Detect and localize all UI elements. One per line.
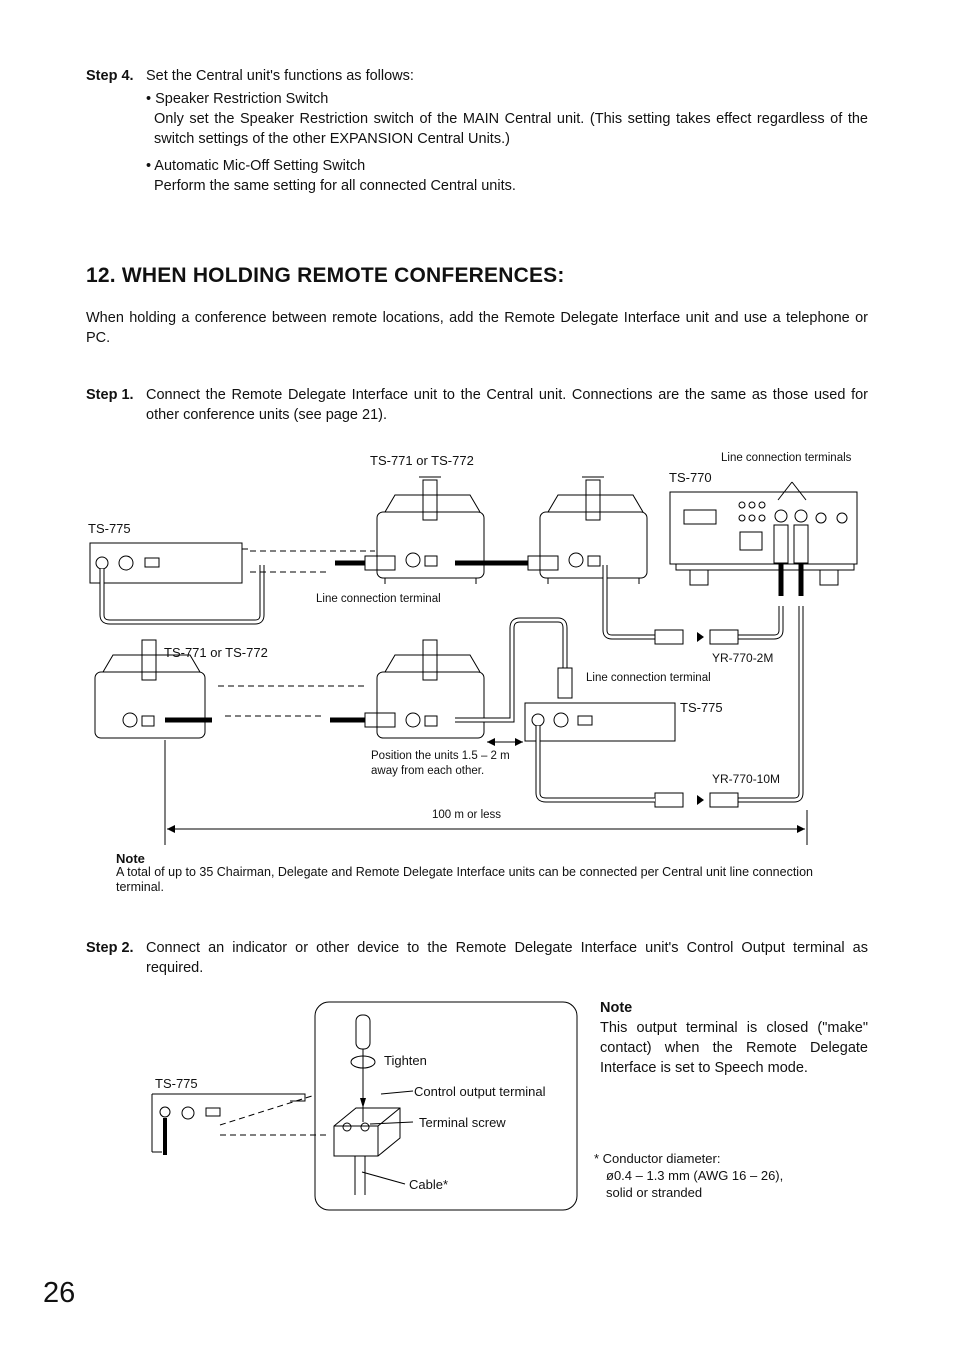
screwdriver-icon — [350, 1014, 376, 1085]
conductor-line1: * Conductor diameter: — [594, 1151, 721, 1166]
label-ts771-772-top: TS-771 or TS-772 — [370, 453, 474, 468]
ts772-bottom-middle-unit — [376, 639, 485, 739]
label-line-terminal-a: Line connection terminal — [316, 593, 441, 605]
note2-title: Note — [600, 1000, 633, 1016]
note1-body: A total of up to 35 Chairman, Delegate a… — [116, 865, 813, 894]
ts772-top-unit — [539, 476, 648, 584]
bullet-speaker-restriction: • Speaker Restriction Switch — [146, 91, 329, 107]
bullet-auto-mic-off-body: Perform the same setting for all connect… — [154, 178, 516, 194]
label-ts775-top: TS-775 — [88, 521, 131, 536]
label-control-output-terminal: Control output terminal — [414, 1084, 546, 1099]
section-title: 12. WHEN HOLDING REMOTE CONFERENCES: — [86, 264, 565, 287]
label-ts775-detail: TS-775 — [155, 1076, 198, 1091]
label-terminal-screw: Terminal screw — [419, 1115, 506, 1130]
conductor-line3: solid or stranded — [606, 1185, 703, 1200]
step4-text: Set the Central unit's functions as foll… — [146, 68, 414, 84]
note1-title: Note — [116, 851, 145, 866]
page-number: 26 — [43, 1277, 76, 1309]
label-line-terminal-b: Line connection terminal — [586, 672, 711, 684]
step2-text: Connect an indicator or other device to … — [146, 940, 868, 976]
ts775-partial-unit — [151, 1093, 330, 1155]
label-cable: Cable* — [409, 1177, 449, 1192]
ts770-central-unit — [669, 481, 858, 586]
step1-text: Connect the Remote Delegate Interface un… — [146, 387, 868, 423]
step2-label: Step 2. — [86, 940, 134, 956]
detail-box — [314, 1001, 578, 1211]
label-yr-770-2m: YR-770-2M — [712, 651, 774, 665]
label-tighten: Tighten — [384, 1053, 427, 1068]
label-yr-770-10m: YR-770-10M — [712, 772, 781, 786]
label-ts775-bottom: TS-775 — [680, 700, 723, 715]
label-ts771-772-bottom: TS-771 or TS-772 — [164, 645, 268, 660]
control-output-diagram — [151, 1001, 578, 1211]
step1-label: Step 1. — [86, 387, 134, 403]
bullet-speaker-restriction-body: Only set the Speaker Restriction switch … — [154, 111, 868, 147]
conductor-line2: ø0.4 – 1.3 mm (AWG 16 – 26), — [606, 1168, 784, 1183]
note2-body: This output terminal is closed ("make" c… — [600, 1020, 868, 1076]
ts771-bottom-left-unit — [94, 639, 206, 739]
ts771-top-unit — [376, 476, 485, 584]
label-position-note: Position the units 1.5 – 2 m away from e… — [371, 750, 510, 777]
step4-label: Step 4. — [86, 68, 134, 84]
bullet-auto-mic-off: • Automatic Mic-Off Setting Switch — [146, 158, 366, 174]
section-intro: When holding a conference between remote… — [86, 310, 868, 346]
ts775-bottom-unit — [524, 702, 676, 742]
label-distance: 100 m or less — [432, 809, 502, 821]
terminal-block — [333, 1107, 401, 1157]
ts775-top-unit — [89, 542, 248, 584]
label-line-connection-terminals: Line connection terminals — [721, 452, 852, 464]
label-ts770: TS-770 — [669, 470, 712, 485]
connection-diagram — [89, 476, 858, 845]
